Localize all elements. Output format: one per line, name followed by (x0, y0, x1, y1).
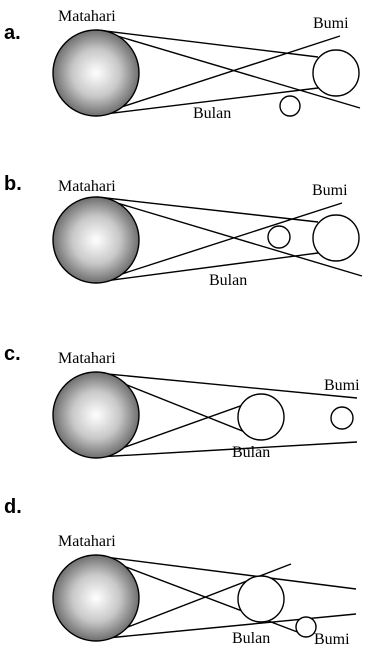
sun-icon (52, 371, 140, 459)
ray (96, 441, 358, 458)
ray (96, 555, 357, 590)
option-c[interactable]: c. Matahari Bumi Bulan (0, 336, 370, 498)
option-b[interactable]: b. Matahari Bumi Bulan (0, 166, 370, 328)
moon-icon (237, 393, 285, 441)
eclipse-diagram (52, 196, 363, 284)
ray (96, 202, 343, 283)
sun-label: Matahari (58, 350, 116, 367)
ray (96, 29, 319, 58)
earth-icon (330, 406, 354, 430)
ray (96, 196, 363, 277)
option-letter: a. (4, 22, 21, 44)
option-letter: b. (4, 173, 22, 195)
sun-label: Matahari (58, 533, 116, 550)
ray (96, 613, 357, 640)
sun-icon (52, 554, 140, 642)
earth-icon (312, 214, 360, 262)
moon-icon (237, 575, 285, 623)
moon-label: Bulan (209, 272, 248, 289)
moon-icon (279, 95, 301, 117)
moon-label: Bulan (193, 105, 232, 122)
ray (96, 29, 361, 109)
option-letter: c. (4, 343, 21, 365)
ray (96, 87, 319, 116)
earth-icon (312, 49, 360, 97)
moon-icon (267, 225, 291, 249)
ray (96, 372, 358, 399)
eclipse-diagram (52, 554, 357, 642)
earth-icon (295, 616, 317, 638)
option-d[interactable]: d. Matahari Bumi Bulan (0, 488, 370, 650)
eclipse-diagram (52, 371, 358, 459)
sun-label: Matahari (58, 8, 116, 25)
sun-icon (52, 29, 140, 117)
sun-label: Matahari (58, 178, 116, 195)
earth-label: Bumi (312, 182, 348, 199)
sun-icon (52, 196, 140, 284)
moon-label: Bulan (232, 630, 271, 647)
ray (96, 196, 319, 223)
ray (96, 252, 319, 283)
option-letter: d. (4, 496, 22, 518)
earth-label: Bumi (324, 377, 360, 394)
ray (96, 35, 341, 116)
option-a[interactable]: a. Matahari Bumi Bulan (0, 0, 370, 162)
eclipse-diagram (52, 29, 361, 117)
earth-label: Bumi (313, 15, 349, 32)
earth-label: Bumi (314, 631, 350, 648)
